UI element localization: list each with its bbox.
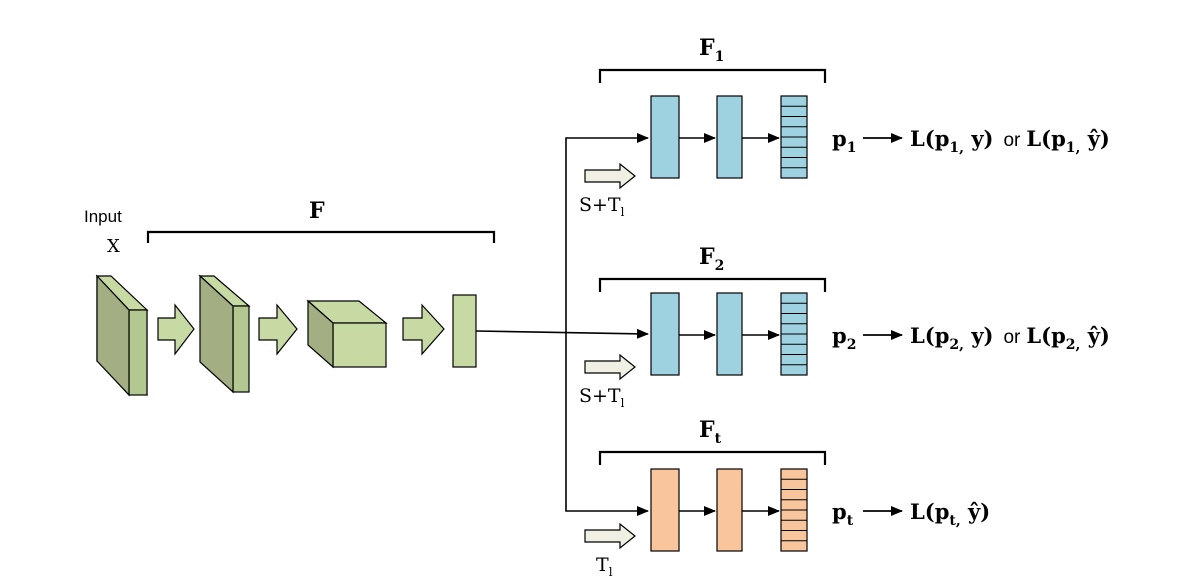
stream-label-sub: l: [621, 205, 625, 219]
head-brace: [598, 450, 827, 465]
stream-label: Tl: [596, 554, 613, 578]
head-title-main: F: [699, 35, 715, 61]
head-title: Ft: [699, 417, 722, 447]
stream-label-main: S+T: [579, 194, 621, 216]
output-prob-sub: 2: [847, 337, 857, 353]
connectors: [475, 133, 649, 516]
loss-a: L(p: [910, 323, 949, 348]
head-title-sub: t: [715, 431, 722, 447]
output-prob-sub: 1: [847, 140, 857, 156]
head-brace: [598, 68, 827, 83]
head-title: F1: [699, 35, 724, 65]
fc-layer-1: [650, 95, 680, 179]
loss-a-sub: t,: [949, 513, 960, 529]
stream-arrow: [584, 522, 636, 550]
loss-b: L(p: [1026, 323, 1065, 348]
head-title-main: F: [699, 244, 715, 270]
input-label: Input: [84, 207, 122, 226]
output-layer: [780, 468, 808, 552]
loss-a-sub: 1,: [949, 140, 964, 156]
loss-b-sub: 2,: [1066, 337, 1081, 353]
block-arrow-3: [402, 303, 445, 356]
stream-label-main: S+T: [579, 385, 621, 407]
output-prob-main: p: [832, 323, 847, 348]
fc-layer-2: [716, 292, 743, 376]
loss-a: L(p: [910, 499, 949, 524]
loss-expression: L(pt, ŷ): [910, 499, 990, 529]
block-arrow-2: [258, 303, 298, 356]
fc-layer-2: [716, 468, 743, 552]
backbone-label: F: [309, 198, 325, 224]
output-prob: pt: [832, 499, 854, 529]
loss-b-sub: 1,: [1066, 140, 1081, 156]
backbone-brace: [146, 230, 496, 243]
stream-label-main: T: [596, 554, 609, 576]
output-prob: p2: [832, 323, 856, 353]
stream-label-sub: l: [609, 565, 613, 578]
fc-layer-2: [716, 95, 743, 179]
conv-layer-1: [95, 274, 149, 397]
loss-a-tail: y): [964, 323, 993, 348]
backbone: Input X F: [84, 198, 496, 397]
loss-b: L(p: [1026, 126, 1065, 151]
conv-layer-2: [198, 274, 251, 394]
stream-arrow: [584, 353, 636, 381]
or-word: or: [1003, 130, 1021, 151]
loss-a: L(p: [910, 126, 949, 151]
loss-b-tail: ŷ): [1080, 126, 1109, 151]
output-prob: p1: [832, 126, 856, 156]
head-brace: [598, 277, 827, 292]
output-prob-main: p: [832, 499, 847, 524]
output-prob-main: p: [832, 126, 847, 151]
block-arrow-1: [157, 303, 195, 356]
head-title: F2: [699, 244, 724, 274]
head-title-main: F: [699, 417, 715, 443]
loss-b-tail: ŷ): [1080, 323, 1109, 348]
loss-a-tail: ŷ): [961, 499, 990, 524]
output-layer: [780, 292, 808, 376]
loss-a-sub: 2,: [949, 337, 964, 353]
output-prob-sub: t: [847, 513, 854, 529]
stream-label: S+Tl: [579, 385, 625, 410]
head-title-sub: 2: [715, 258, 725, 274]
input-var: X: [107, 236, 120, 257]
fc-layer-1: [650, 292, 680, 376]
stream-label-sub: l: [621, 396, 625, 410]
feature-vector: [452, 294, 477, 368]
or-word: or: [1003, 327, 1021, 348]
stream-label: S+Tl: [579, 194, 625, 219]
conv-layer-3: [306, 299, 388, 369]
head-title-sub: 1: [715, 49, 725, 65]
stream-arrow: [584, 162, 636, 190]
output-layer: [780, 95, 808, 179]
loss-a-tail: y): [964, 126, 993, 151]
fc-layer-1: [650, 468, 680, 552]
